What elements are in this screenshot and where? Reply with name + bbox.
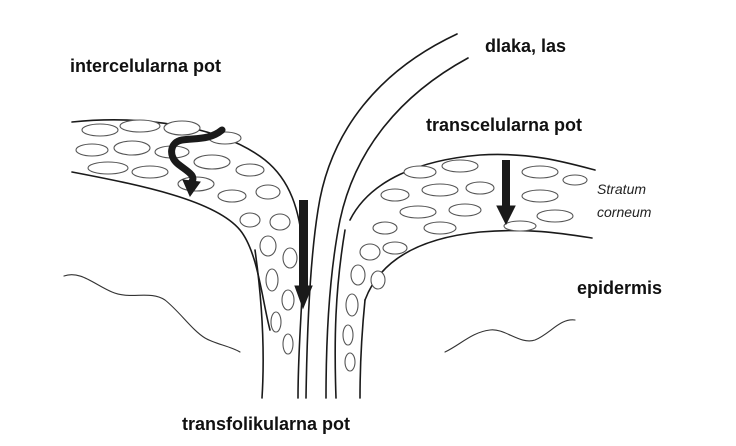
corneocyte bbox=[194, 155, 230, 169]
corneocyte bbox=[132, 166, 168, 178]
corneocyte bbox=[76, 144, 108, 156]
follicle-right-outer-wall bbox=[335, 230, 345, 398]
corneocyte bbox=[504, 221, 536, 231]
transcellular-label: transcelularna pot bbox=[426, 115, 582, 135]
corneocyte bbox=[240, 213, 260, 227]
corneocyte bbox=[563, 175, 587, 185]
corneocyte bbox=[346, 294, 358, 316]
corneocyte bbox=[522, 166, 558, 178]
corneocyte bbox=[371, 271, 385, 289]
corneocyte bbox=[120, 120, 160, 132]
right-sc-bottom-boundary bbox=[365, 231, 592, 300]
hair-left-edge bbox=[306, 34, 457, 398]
corneocyte bbox=[260, 236, 276, 256]
corneocyte bbox=[360, 244, 380, 260]
corneocyte bbox=[270, 214, 290, 230]
hair-shaft bbox=[306, 34, 468, 398]
corneocyte bbox=[236, 164, 264, 176]
corneocyte bbox=[345, 353, 355, 371]
epidermis-label: epidermis bbox=[577, 278, 662, 298]
corneocyte bbox=[381, 189, 409, 201]
transfollicular-label: transfolikularna pot bbox=[182, 414, 350, 434]
corneocyte bbox=[522, 190, 558, 202]
corneocyte bbox=[283, 334, 293, 354]
right-stratum-corneum bbox=[335, 154, 595, 398]
follicle-left-inner-wall bbox=[255, 250, 263, 398]
left-epidermis-wave bbox=[64, 275, 240, 352]
transcellular-pathway-arrow bbox=[497, 160, 515, 224]
corneocyte bbox=[256, 185, 280, 199]
left-corneocytes bbox=[76, 120, 297, 354]
corneocyte bbox=[271, 312, 281, 332]
follicle-right-inner-wall bbox=[360, 300, 365, 398]
corneocyte bbox=[373, 222, 397, 234]
corneocyte bbox=[218, 190, 246, 202]
stratum-corneum-label-line2: corneum bbox=[597, 204, 652, 220]
corneocyte bbox=[537, 210, 573, 222]
right-epidermis-wave bbox=[445, 320, 575, 352]
corneocyte bbox=[404, 166, 436, 178]
corneocyte bbox=[424, 222, 456, 234]
corneocyte bbox=[283, 248, 297, 268]
left-stratum-corneum bbox=[72, 120, 303, 398]
corneocyte bbox=[114, 141, 150, 155]
corneocyte bbox=[422, 184, 458, 196]
stratum-corneum-label-line1: Stratum bbox=[597, 181, 646, 197]
right-corneocytes bbox=[343, 160, 587, 371]
hair-label: dlaka, las bbox=[485, 36, 566, 56]
corneocyte bbox=[351, 265, 365, 285]
corneocyte bbox=[442, 160, 478, 172]
corneocyte bbox=[88, 162, 128, 174]
corneocyte bbox=[383, 242, 407, 254]
corneocyte bbox=[82, 124, 118, 136]
corneocyte bbox=[266, 269, 278, 291]
intercellular-label: intercelularna pot bbox=[70, 56, 221, 76]
corneocyte bbox=[164, 121, 200, 135]
corneocyte bbox=[449, 204, 481, 216]
corneocyte bbox=[400, 206, 436, 218]
corneocyte bbox=[466, 182, 494, 194]
corneocyte bbox=[282, 290, 294, 310]
corneocyte bbox=[343, 325, 353, 345]
